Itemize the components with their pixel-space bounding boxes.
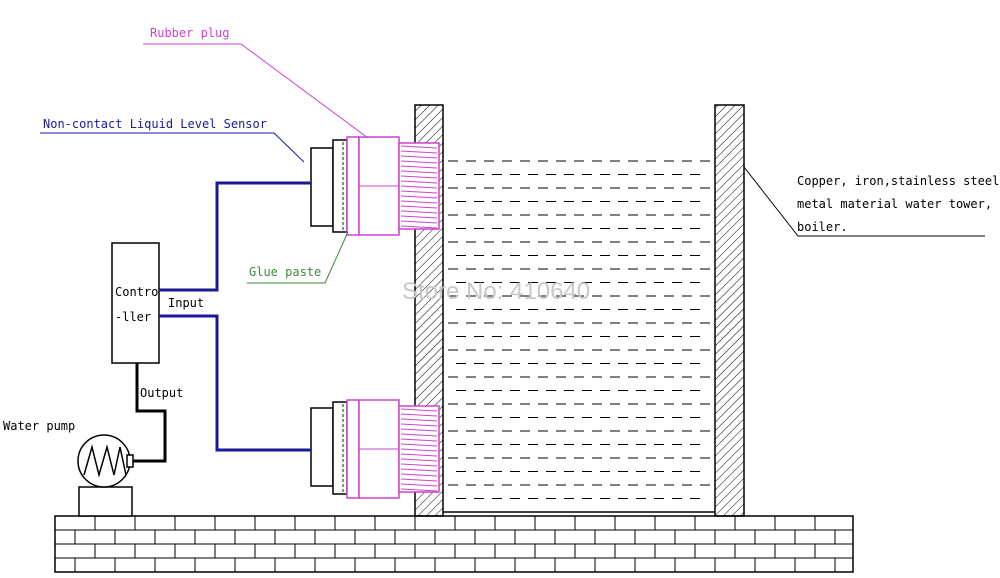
controller-label-line1: Contro bbox=[115, 285, 158, 299]
water bbox=[448, 160, 710, 499]
lower-sensor-wire bbox=[159, 314, 311, 452]
sensor-leader bbox=[40, 132, 305, 163]
upper-plug-collar bbox=[346, 136, 360, 236]
controller-label-line2: -ller bbox=[115, 310, 151, 324]
material-leader bbox=[743, 166, 985, 237]
material-label-line3: boiler. bbox=[797, 220, 848, 234]
controller-box bbox=[111, 242, 160, 364]
lower-plug-collar bbox=[346, 399, 360, 499]
pump-motor bbox=[77, 434, 131, 488]
lower-sensor-assembly bbox=[310, 399, 440, 499]
upper-sensor-body bbox=[310, 147, 334, 227]
controller: Contro -ller bbox=[111, 242, 160, 364]
upper-sensor-assembly bbox=[310, 136, 440, 236]
sensor-label: Non-contact Liquid Level Sensor bbox=[43, 117, 267, 131]
glue-leader bbox=[247, 231, 349, 284]
glue-paste-label: Glue paste bbox=[249, 265, 321, 279]
store-watermark: Store No: 410640 bbox=[402, 278, 590, 305]
material-label-line1: Copper, iron,stainless steel bbox=[797, 174, 999, 188]
leader-lines bbox=[40, 43, 985, 284]
output-wire bbox=[130, 363, 167, 463]
tank-right-wall bbox=[714, 104, 745, 517]
input-label: Input bbox=[168, 296, 204, 310]
output-label: Output bbox=[140, 386, 183, 400]
water-pump-label: Water pump bbox=[3, 419, 75, 433]
material-label-line2: metal material water tower, bbox=[797, 197, 992, 211]
rubber-plug-leader bbox=[143, 43, 369, 139]
signal-wires bbox=[159, 181, 311, 452]
upper-sensor-flange bbox=[332, 139, 348, 233]
upper-sensor-wire bbox=[159, 181, 311, 292]
water-tank bbox=[414, 104, 745, 517]
water-pump bbox=[77, 434, 134, 517]
pump-coil-icon bbox=[83, 444, 127, 478]
pump-base bbox=[78, 486, 133, 517]
pump-terminal bbox=[126, 454, 134, 468]
brick-foundation bbox=[54, 515, 854, 573]
lower-sensor-body bbox=[310, 407, 334, 487]
rubber-plug-label: Rubber plug bbox=[150, 26, 229, 40]
lower-sensor-flange bbox=[332, 401, 348, 495]
